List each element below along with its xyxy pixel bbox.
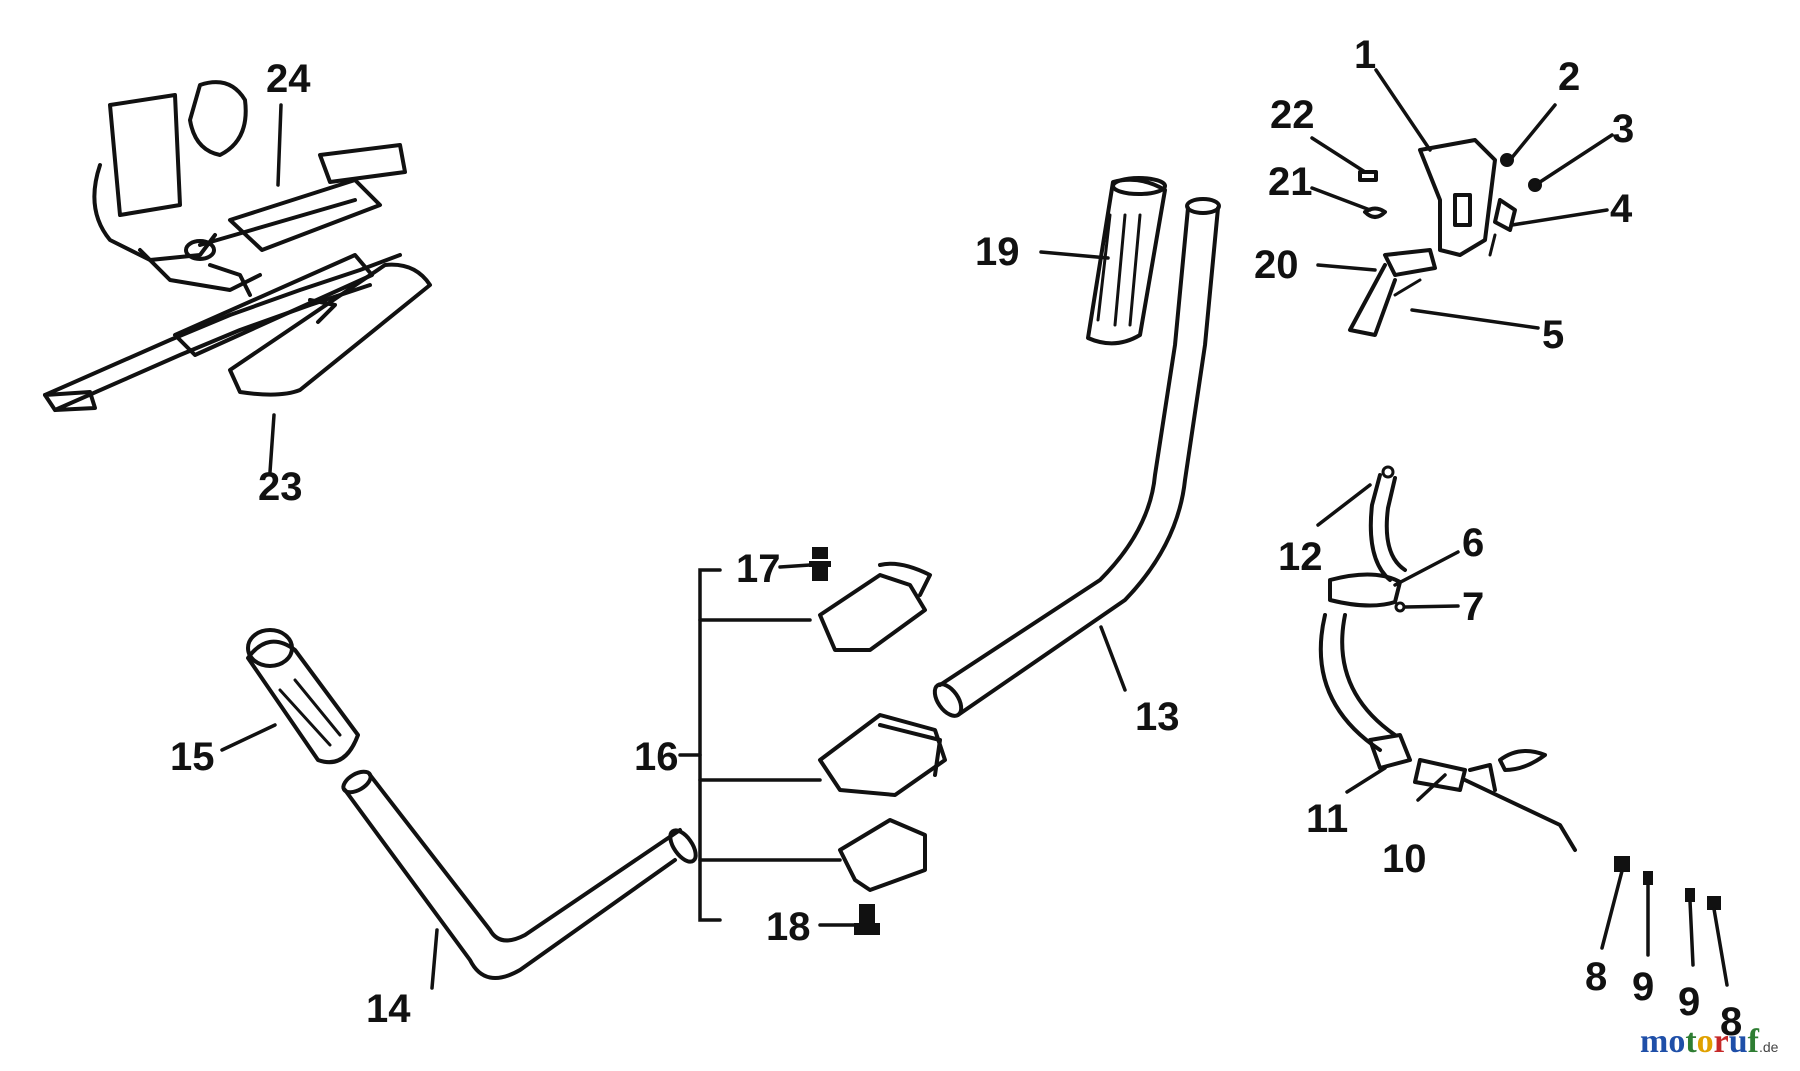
label-part-18: 18 [766, 905, 811, 949]
watermark-letter-f: f [1748, 1023, 1760, 1060]
harness-assembly [43, 80, 432, 412]
label-part-12: 12 [1278, 535, 1323, 579]
label-part-4: 4 [1610, 187, 1633, 231]
cable-assembly [1318, 465, 1721, 910]
label-part-19: 19 [975, 230, 1020, 274]
label-part-20: 20 [1254, 243, 1299, 287]
label-part-7: 7 [1462, 585, 1484, 629]
watermark-suffix: .de [1759, 1039, 1779, 1055]
label-part-17: 17 [736, 547, 781, 591]
watermark-letter-t: t [1685, 1023, 1697, 1060]
label-part-11: 11 [1306, 797, 1348, 841]
handlebar-right [932, 197, 1221, 718]
label-part-22: 22 [1270, 93, 1315, 137]
grip-upper [1086, 176, 1167, 346]
label-part-16: 16 [634, 735, 679, 779]
svg-text:motoruf.de: motoruf.de [1640, 1023, 1779, 1060]
watermark-letter-m: m [1640, 1023, 1668, 1060]
watermark-letter-o2: o [1697, 1023, 1714, 1060]
watermark-letter-r: r [1714, 1023, 1729, 1060]
watermark-letter-o: o [1668, 1023, 1685, 1060]
watermark-letter-u: u [1729, 1023, 1748, 1060]
label-part-21: 21 [1268, 160, 1313, 204]
label-part-2: 2 [1558, 55, 1580, 99]
throttle-assembly [1348, 138, 1542, 337]
handlebar-left [341, 769, 698, 980]
label-part-9b: 9 [1678, 980, 1700, 1024]
watermark-logo: motoruf.de [1640, 1023, 1779, 1060]
part-labels: 24 23 1 2 3 4 5 22 21 20 19 13 12 6 7 11… [170, 33, 1742, 1044]
label-part-10: 10 [1382, 837, 1427, 881]
label-part-14: 14 [366, 987, 411, 1031]
leader-lines [220, 68, 1729, 990]
clamp-assembly [698, 547, 947, 935]
label-part-6: 6 [1462, 521, 1484, 565]
label-part-13: 13 [1135, 695, 1180, 739]
label-part-5: 5 [1542, 313, 1564, 357]
label-part-9a: 9 [1632, 965, 1654, 1009]
label-part-1: 1 [1354, 33, 1376, 77]
label-part-24: 24 [266, 57, 311, 101]
label-part-8a: 8 [1585, 955, 1607, 999]
label-part-15: 15 [170, 735, 215, 779]
grip-lower [246, 628, 360, 765]
label-part-23: 23 [258, 465, 303, 509]
label-part-8b: 8 [1720, 1000, 1742, 1044]
label-part-3: 3 [1612, 107, 1634, 151]
